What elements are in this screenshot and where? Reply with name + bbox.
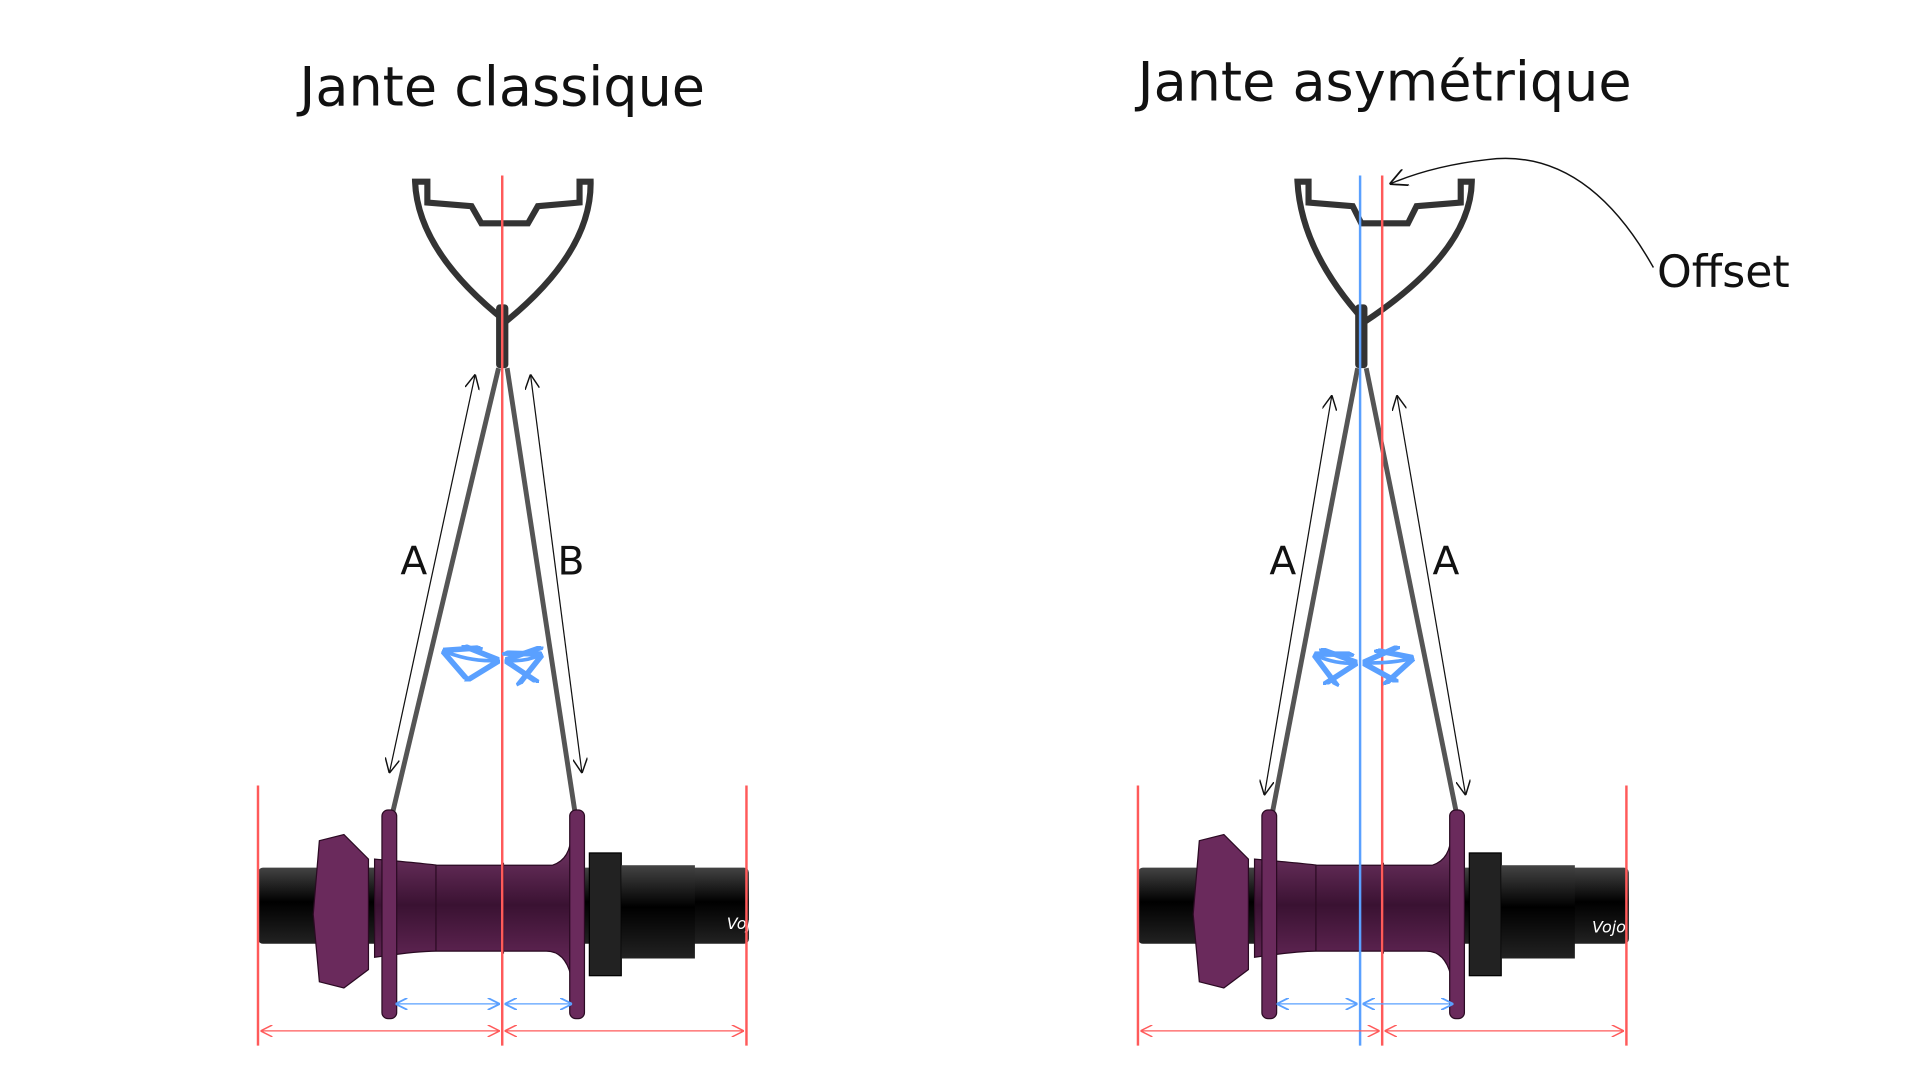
asymmetric-rim-title: Jante asymétrique (1135, 51, 1632, 114)
offset-label: Offset (1657, 247, 1790, 298)
angle-arc-right (1363, 658, 1415, 663)
classic-rim-title: Jante classique (296, 56, 705, 119)
hub-logo: Vojo (727, 914, 761, 933)
label-a: A (400, 539, 427, 584)
hub (1137, 809, 1630, 1020)
spoke-length-arrow-b (530, 374, 582, 773)
rim-profile (411, 178, 594, 326)
spoke-length-arrow-right (1397, 395, 1466, 795)
spoke-right (504, 367, 578, 811)
asymmetric-rim-diagram: Jante asymétrique Vojo A A Offset (1135, 51, 1790, 1046)
spoke-left (389, 367, 501, 817)
angle-arc-left (1313, 654, 1357, 663)
rim-profile (1294, 178, 1475, 326)
classic-rim-diagram: Jante classique Vojo A B (256, 56, 761, 1046)
hub-logo: Vojo (1592, 918, 1626, 937)
label-a-left: A (1269, 539, 1296, 584)
spoke-right (1363, 367, 1459, 811)
spoke-left (1269, 367, 1361, 817)
offset-callout-arrow (1390, 157, 1655, 268)
label-b: B (557, 539, 584, 584)
spoke-length-arrow-a (389, 374, 475, 773)
angle-arc-right (505, 654, 543, 661)
label-a-right: A (1433, 539, 1460, 584)
angle-arc-left (442, 650, 500, 660)
spoke-length-arrow-left (1264, 395, 1332, 795)
